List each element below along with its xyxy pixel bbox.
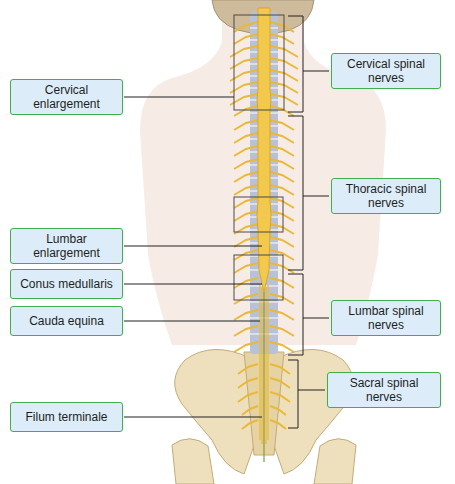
label-box: Conus medullaris — [10, 269, 123, 299]
label-text: Sacral spinal nerves — [334, 376, 434, 404]
label-text: Cervical spinal nerves — [338, 57, 434, 85]
label-text: Lumbar enlargement — [17, 232, 116, 260]
bracket — [288, 274, 329, 355]
label-text: Conus medullaris — [17, 277, 116, 291]
label-box: Cauda equina — [10, 306, 123, 336]
region-frame — [234, 15, 284, 110]
leader-lines — [124, 97, 262, 417]
label-text: Thoracic spinal nerves — [338, 182, 434, 210]
label-box: Thoracic spinal nerves — [331, 178, 441, 214]
bracket — [288, 360, 325, 428]
label-text: Lumbar spinal nerves — [338, 304, 434, 332]
label-box: Lumbar spinal nerves — [331, 300, 441, 336]
bracket — [288, 116, 329, 270]
label-text: Cauda equina — [17, 314, 116, 328]
label-box: Filum terminale — [10, 402, 123, 432]
label-box: Sacral spinal nerves — [327, 372, 441, 408]
bracket — [288, 16, 329, 112]
label-text: Filum terminale — [17, 410, 116, 424]
region-frame — [234, 197, 283, 232]
right-femur — [314, 439, 356, 484]
left-femur — [172, 439, 214, 484]
label-box: Lumbar enlargement — [10, 228, 123, 264]
label-box: Cervical enlargement — [10, 79, 123, 115]
filum-terminale-strand — [263, 292, 264, 462]
spinal-cord — [257, 8, 271, 292]
label-text: Cervical enlargement — [17, 83, 116, 111]
label-box: Cervical spinal nerves — [331, 53, 441, 89]
region-frame — [234, 255, 283, 300]
